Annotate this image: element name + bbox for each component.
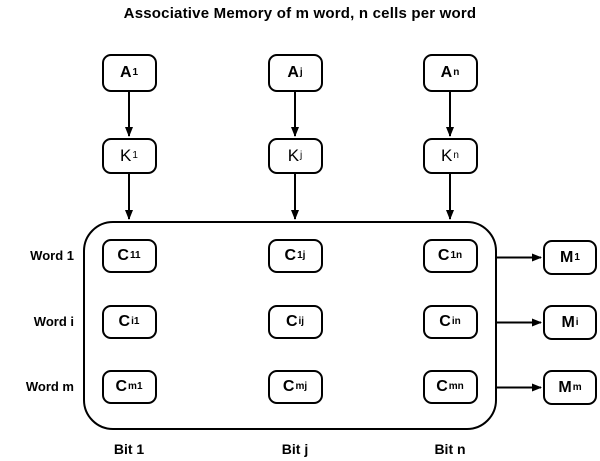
box-k1-subscript: 1 (132, 150, 138, 161)
box-cm1-subscript: m1 (128, 381, 143, 392)
row-label-word-1: Word 1 (30, 248, 74, 263)
box-cmj-subscript: mj (295, 381, 308, 392)
box-m1-label: M (560, 248, 574, 266)
box-mm-label: M (558, 378, 572, 396)
diagram-title: Associative Memory of m word, n cells pe… (123, 5, 477, 22)
col-label-bit-j: Bit j (281, 441, 309, 457)
box-kj-subscript: j (300, 150, 303, 161)
col-label-bit-1: Bit 1 (113, 441, 145, 457)
box-kj-label: K (287, 146, 300, 165)
box-cij-label: C (285, 313, 298, 330)
box-cin-label: C (439, 313, 451, 330)
box-mi-label: M (561, 313, 575, 331)
box-cm1-label: C (115, 378, 128, 395)
box-c11-subscript: 11 (129, 250, 141, 261)
box-an-label: A (440, 64, 453, 81)
box-cmn-subscript: mn (448, 381, 464, 392)
box-cin-subscript: in (451, 316, 461, 327)
box-mm-subscript: m (572, 381, 582, 393)
box-cmj-label: C (282, 378, 295, 395)
box-mi-subscript: i (575, 316, 579, 328)
box-c11-label: C (117, 247, 129, 264)
box-ci1-subscript: i1 (131, 316, 140, 327)
box-ci1-label: C (118, 313, 131, 330)
box-aj-subscript: j (299, 67, 303, 78)
box-m1-subscript: 1 (574, 251, 580, 263)
row-label-word-m: Word m (25, 379, 74, 394)
box-c1n-label: C (437, 247, 450, 264)
box-c1n-subscript: 1n (450, 250, 463, 261)
box-cij-subscript: ij (298, 316, 305, 327)
box-aj-label: A (287, 64, 299, 81)
box-a1-label: A (119, 64, 132, 81)
box-c1j-label: C (284, 247, 297, 264)
row-label-word-i: Word i (33, 314, 74, 329)
box-k1-label: K (120, 146, 132, 165)
box-cmn-label: C (436, 378, 448, 395)
box-kn-subscript: n (453, 150, 459, 161)
box-c1j-subscript: 1j (297, 250, 306, 261)
box-kn-label: K (441, 146, 453, 165)
box-a1-subscript: 1 (132, 67, 139, 78)
col-label-bit-n: Bit n (434, 441, 466, 457)
box-an-subscript: n (453, 67, 460, 78)
